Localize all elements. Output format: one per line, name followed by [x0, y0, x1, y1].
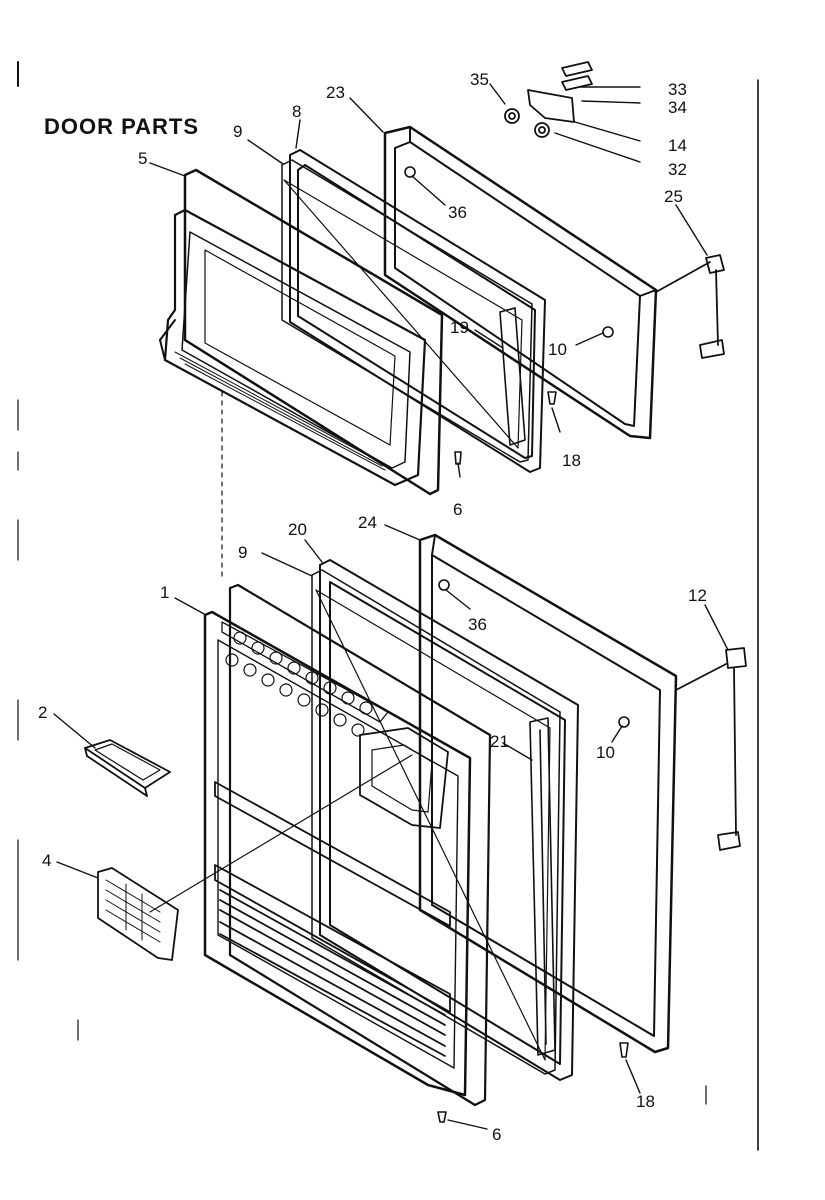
fresh-food-door-frame	[319, 559, 579, 1081]
callout-6-bottom: 6	[492, 1125, 501, 1144]
callout-18-top: 18	[562, 451, 581, 470]
callout-10-bottom: 10	[596, 743, 615, 762]
fresh-food-side-rail	[529, 717, 556, 1056]
freezer-outer-door	[383, 125, 658, 440]
callout-2: 2	[38, 703, 47, 722]
callout-14: 14	[668, 136, 687, 155]
bottom-screws	[437, 579, 630, 1123]
callout-12: 12	[688, 586, 707, 605]
callout-25: 25	[664, 187, 683, 206]
callout-24: 24	[358, 513, 377, 532]
callout-33: 33	[668, 80, 687, 99]
callout-23: 23	[326, 83, 345, 102]
callout-20: 20	[288, 520, 307, 539]
callout-4: 4	[42, 851, 51, 870]
top-hinge-bracket	[655, 254, 725, 359]
callout-19: 19	[450, 318, 469, 337]
freezer-liner-rail	[499, 307, 526, 446]
callout-18-bottom: 18	[636, 1092, 655, 1111]
callout-36-top: 36	[448, 203, 467, 222]
top-screws	[404, 166, 614, 465]
part-4-grille	[97, 754, 413, 961]
freezer-door-frame	[289, 149, 546, 473]
diagram-title: DOOR PARTS	[44, 114, 200, 139]
callout-6-top: 6	[453, 500, 462, 519]
callout-21: 21	[490, 732, 509, 751]
callout-32: 32	[668, 160, 687, 179]
callout-numbers: 35 33 34 14 32 23 8 9 5 36 25 10 19 18 6…	[38, 70, 707, 1144]
callout-36-bottom: 36	[468, 615, 487, 634]
callout-9-bottom: 9	[238, 543, 247, 562]
callout-leaders	[53, 83, 729, 1130]
callout-34: 34	[668, 98, 687, 117]
fresh-food-door-liner	[203, 583, 492, 1107]
callout-10-top: 10	[548, 340, 567, 359]
callout-35: 35	[470, 70, 489, 89]
scan-marks	[17, 61, 759, 1151]
fresh-food-door-gasket	[311, 569, 561, 1075]
callout-9-top: 9	[233, 122, 242, 141]
top-hinge-hardware	[504, 61, 593, 138]
callout-1: 1	[160, 583, 169, 602]
bottom-hinge-bracket	[675, 647, 747, 851]
callout-5: 5	[138, 149, 147, 168]
part-2-tray	[84, 739, 171, 797]
callout-8: 8	[292, 102, 301, 121]
freezer-door-liner	[159, 168, 444, 581]
